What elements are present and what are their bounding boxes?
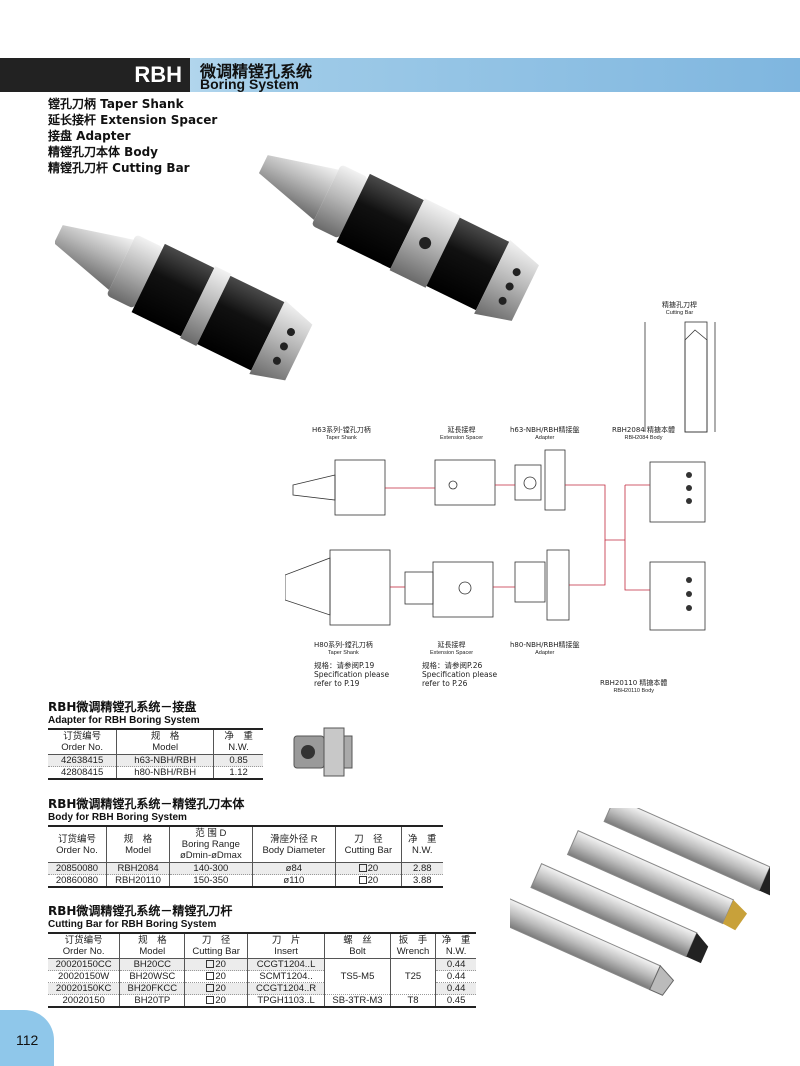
square-icon (206, 960, 215, 968)
bar-title-en: Cutting Bar for RBH Boring System (48, 919, 217, 930)
body-drawing-top (649, 461, 706, 523)
square-icon (358, 876, 367, 884)
adapter-photo (293, 727, 353, 777)
adapter-section: RBH微调精镗孔系统－接盘 Adapter for RBH Boring Sys… (48, 698, 263, 780)
page-title-en: Boring System (200, 76, 299, 92)
part-item: 精镗孔刀本体 Body (48, 145, 158, 159)
cutting-bar-drawing (684, 321, 708, 433)
h80-shank-drawing (285, 557, 331, 616)
part-item: 镗孔刀柄 Taper Shank (48, 97, 184, 111)
series-code: RBH (0, 58, 190, 92)
cutting-bar-section: RBH微调精镗孔系统－精镗孔刀杆 Cutting Bar for RBH Bor… (48, 902, 476, 1008)
page-title-cn: 微调精镗孔系统 (200, 62, 313, 81)
body-title-cn: RBH微调精镗孔系统－精镗孔刀本体 (48, 797, 245, 811)
assembly-drawing (285, 321, 716, 631)
extension-drawing-bottom (432, 561, 494, 618)
connector-lines (385, 484, 650, 591)
body-drawing-bottom (649, 561, 706, 631)
page-number-tab: 112 (0, 1010, 54, 1066)
body-title-en: Body for RBH Boring System (48, 812, 187, 823)
extension-drawing-top (434, 459, 496, 506)
square-icon (206, 984, 215, 992)
boring-head-photo-1 (55, 225, 313, 381)
adapter-title-cn: RBH微调精镗孔系统－接盘 (48, 700, 197, 714)
cutting-bars-photo (510, 808, 770, 996)
page-number: 112 (16, 1032, 39, 1048)
adapter-title-en: Adapter for RBH Boring System (48, 715, 200, 726)
h63-shank-drawing (292, 474, 336, 501)
part-item: 精镗孔刀杆 Cutting Bar (48, 161, 190, 175)
part-item: 接盘 Adapter (48, 129, 131, 143)
part-item: 延长接杆 Extension Spacer (48, 113, 218, 127)
adapter-drawing-bottom (514, 561, 546, 603)
square-icon (206, 972, 215, 980)
boring-head-photo-2 (258, 155, 539, 321)
square-icon (358, 864, 367, 872)
boring-system-photo (55, 155, 539, 381)
square-icon (206, 996, 215, 1004)
adapter-drawing-top (514, 464, 542, 501)
parts-list: 镗孔刀柄 Taper Shank 延长接杆 Extension Spacer 接… (48, 96, 217, 176)
body-section: RBH微调精镗孔系统－精镗孔刀本体 Body for RBH Boring Sy… (48, 795, 443, 888)
bar-title-cn: RBH微调精镗孔系统－精镗孔刀杆 (48, 904, 233, 918)
